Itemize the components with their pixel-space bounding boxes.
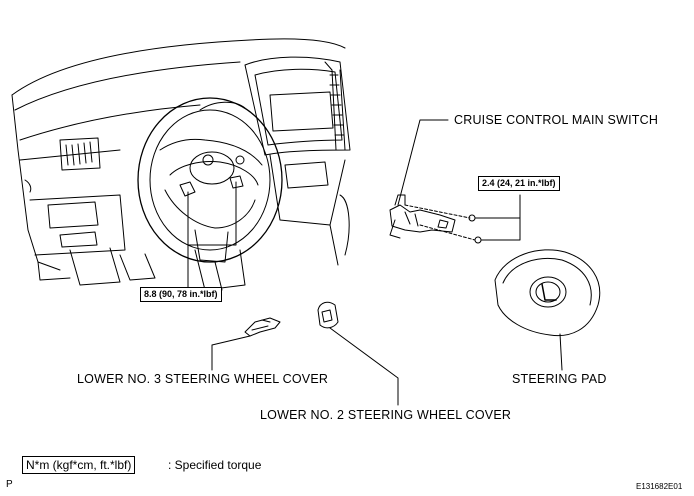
label-steering-pad: STEERING PAD (512, 372, 607, 386)
switch-torque-bracket (474, 194, 521, 241)
footer-left-code: P (6, 479, 13, 490)
wheel-bolt-leader-2 (187, 181, 237, 246)
center-console (199, 56, 351, 266)
steering-column (194, 249, 246, 291)
label-lower-no3-cover: LOWER NO. 3 STEERING WHEEL COVER (77, 372, 329, 386)
lower-no2-cover-drawing (317, 301, 339, 329)
label-cruise-control-main-switch: CRUISE CONTROL MAIN SWITCH (454, 113, 659, 127)
footer-right-code: E131682E01 (636, 482, 683, 491)
legend-description: : Specified torque (168, 458, 262, 472)
cruise-switch-leader (397, 119, 449, 206)
lower-no3-cover-drawing (244, 317, 281, 337)
lower-no2-leader (329, 327, 399, 406)
torque-box-switch: 2.4 (24, 21 in.*lbf) (478, 176, 560, 191)
cruise-switch-drawing (389, 194, 482, 244)
label-lower-no2-cover: LOWER NO. 2 STEERING WHEEL COVER (260, 408, 512, 422)
legend-unit-box: N*m (kgf*cm, ft.*lbf) (22, 456, 136, 474)
lower-no3-leader (211, 335, 251, 371)
torque-box-wheel-bolt: 8.8 (90, 78 in.*lbf) (140, 287, 222, 302)
steering-wheel (137, 97, 283, 263)
steering-pad-leader (559, 333, 563, 371)
steering-pad-drawing (494, 249, 601, 337)
dashboard (11, 38, 346, 286)
